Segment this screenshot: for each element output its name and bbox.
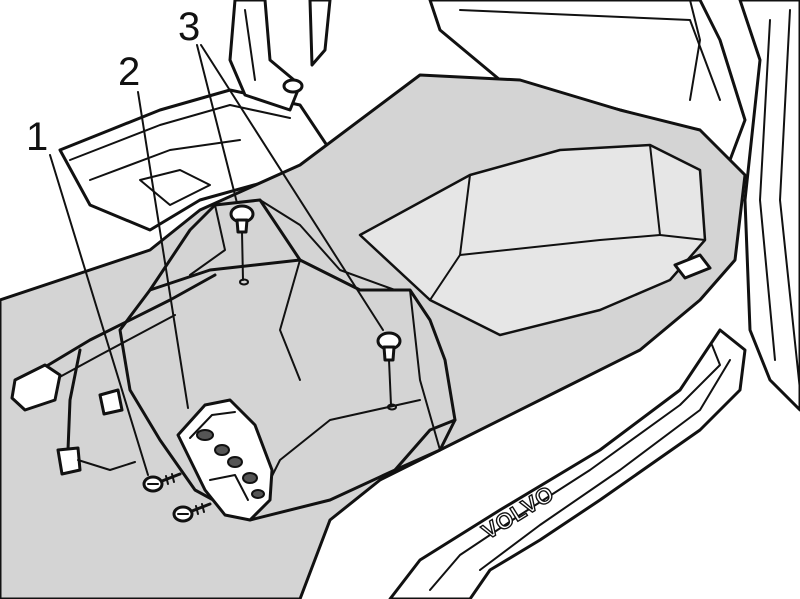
screws	[142, 472, 212, 523]
callout-leaders	[49, 44, 384, 476]
callout-2: 2	[118, 50, 140, 94]
screw-lower	[172, 502, 212, 523]
leader-3a	[196, 44, 238, 204]
screw-upper	[142, 472, 182, 493]
cover-plate	[176, 398, 274, 522]
wiring-harness	[10, 273, 217, 476]
leader-1	[49, 154, 149, 476]
clips	[229, 204, 402, 411]
leader-2	[137, 91, 189, 409]
callout-1: 1	[26, 115, 48, 159]
clip-lower	[376, 331, 402, 411]
car-interior-background	[58, 0, 800, 412]
callout-3: 3	[178, 5, 200, 49]
clip-upper	[229, 204, 255, 286]
leader-3b	[200, 44, 384, 331]
callout-labels: 1 2 3	[26, 5, 200, 159]
